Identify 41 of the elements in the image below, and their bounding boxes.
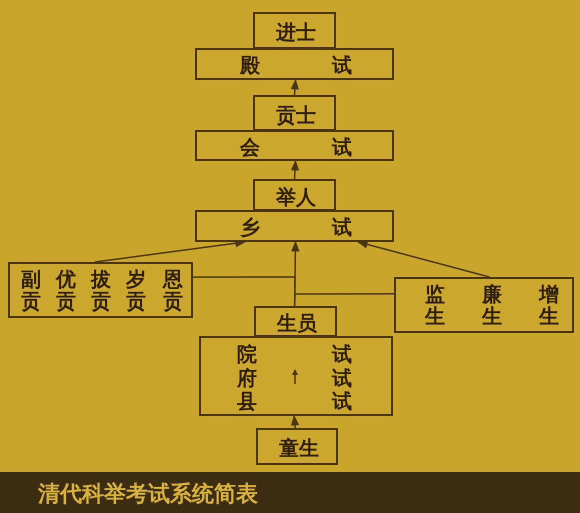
node-text: 廉生 xyxy=(482,283,502,327)
exam-box xyxy=(256,428,338,465)
node-text: 童生 xyxy=(279,437,319,459)
node-text: 县 xyxy=(237,390,257,412)
arrow xyxy=(290,414,300,428)
node-text: 举人 xyxy=(276,186,316,208)
exam-box xyxy=(8,262,193,318)
node-text: 优贡 xyxy=(56,268,76,312)
exam-box xyxy=(254,306,337,337)
node-text: 拔贡 xyxy=(91,268,111,312)
exam-box xyxy=(199,336,393,416)
node-text: 试 xyxy=(332,54,352,76)
exam-box xyxy=(195,48,394,80)
exam-box xyxy=(195,210,394,242)
node-text: 监生 xyxy=(425,283,445,327)
caption: 清代科举考试系统简表 xyxy=(38,481,258,509)
arrow xyxy=(290,78,300,96)
node-text: 生员 xyxy=(277,312,317,334)
exam-box xyxy=(253,12,336,49)
node-text: 增生 xyxy=(539,283,559,327)
node-text: 副贡 xyxy=(21,268,41,312)
node-text: 试 xyxy=(332,136,352,158)
node-text: 试 xyxy=(332,367,352,389)
node-text: 殿 xyxy=(240,54,260,76)
node-text: 进士 xyxy=(276,21,316,43)
arrow xyxy=(290,160,300,180)
node-text: 岁贡 xyxy=(126,268,146,312)
node-text: 试 xyxy=(332,343,352,365)
node-text: 府 xyxy=(237,367,257,389)
exam-box xyxy=(394,277,574,333)
node-text: 会 xyxy=(240,136,260,158)
node-text: 院 xyxy=(237,343,257,365)
node-text: 试 xyxy=(332,216,352,238)
exam-box xyxy=(195,130,394,161)
exam-box xyxy=(253,95,336,131)
node-text: 贡士 xyxy=(276,104,316,126)
exam-box xyxy=(253,179,336,211)
node-text: 试 xyxy=(332,390,352,412)
node-text: 乡 xyxy=(240,216,260,238)
node-text: 恩贡 xyxy=(163,268,183,312)
arrow xyxy=(357,240,490,278)
